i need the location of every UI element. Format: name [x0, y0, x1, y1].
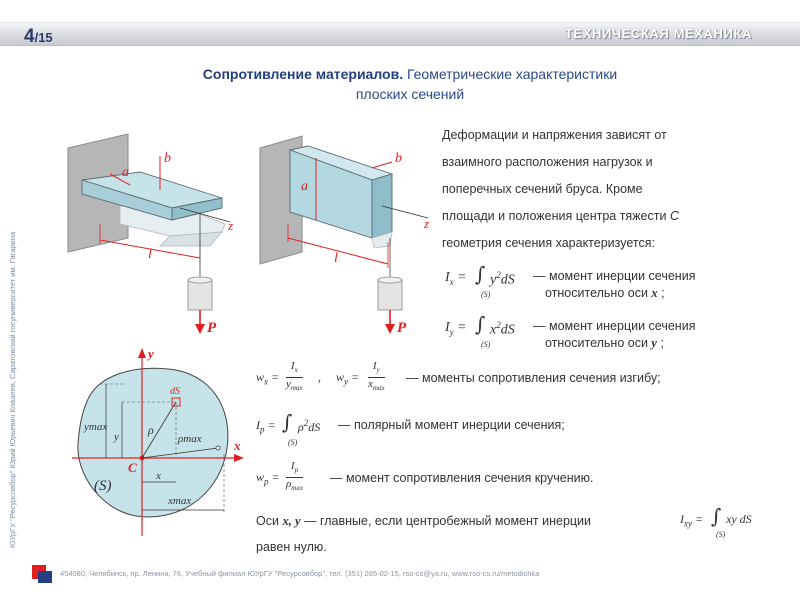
label-l-2: l — [334, 251, 338, 266]
slide-title: Сопротивление материалов. Геометрические… — [100, 64, 720, 104]
desc-line-4-text: площади и положения центра тяжести — [442, 209, 670, 223]
ip-text: — полярный момент инерции сечения; — [338, 418, 565, 432]
label-a-2: a — [301, 179, 308, 194]
label-rho-max: ρmax — [177, 433, 202, 445]
footer-text: 454080, Челябинск, пр. Ленина, 76, Учебн… — [60, 569, 540, 578]
desc-line-4: площади и положения центра тяжести C — [442, 203, 742, 230]
formula-iy: Iy = ∫ (S) x2dS — момент инерции сечения… — [445, 312, 696, 350]
page-total: /15 — [34, 30, 53, 45]
section-figure: y x C dS ρ ρmax y ymax x xmax (S) — [72, 346, 244, 536]
ix-region: (S) — [481, 290, 491, 299]
w-text: — моменты сопротивления сечения изгибу; — [406, 371, 661, 385]
ix-text-2: относительно оси — [545, 286, 648, 300]
label-ds: dS — [170, 386, 180, 397]
iy-text-1: — момент инерции сечения — [533, 319, 696, 333]
desc-line-1: Деформации и напряжения зависят от — [442, 128, 667, 142]
course-title: ТЕХНИЧЕСКАЯ МЕХАНИКА — [564, 26, 752, 41]
main-axes-vars: x, y — [282, 514, 301, 528]
desc-line-5: геометрия сечения характеризуется: — [442, 236, 655, 250]
main-axes-end: равен нулю. — [256, 540, 327, 554]
label-xmax: xmax — [167, 495, 191, 507]
wp-text: — момент сопротивления сечения кручению. — [330, 471, 594, 485]
label-ymax: ymax — [83, 421, 107, 433]
main-axes-statement: Оси x, y — главные, если центробежный мо… — [256, 504, 752, 554]
main-axes-after: — главные, если центробежный момент инер… — [304, 514, 592, 528]
beam-figure-flat: a b z l P — [67, 133, 233, 336]
iy-axis: y — [651, 336, 657, 350]
formula-ix: Ix = ∫ (S) y2dS — момент инерции сечения… — [445, 262, 696, 300]
desc-line-2: взаимного расположения нагрузок и — [442, 155, 653, 169]
label-x-dim: x — [155, 470, 161, 482]
ix-text-1: — момент инерции сечения — [533, 269, 696, 283]
formula-ip: Ip = ∫ (S) ρ2dS — полярный момент инерци… — [256, 410, 565, 447]
page-current: 4 — [24, 26, 35, 47]
label-b: b — [164, 151, 171, 166]
label-l-1: l — [148, 247, 152, 262]
desc-line-3: поперечных сечений бруса. Кроме — [442, 182, 643, 196]
slide-title-rest: Геометрические характеристики — [403, 66, 618, 82]
label-p-2: P — [397, 320, 407, 336]
page-number: 4/15 — [24, 26, 53, 47]
slide-title-bold: Сопротивление материалов. — [202, 66, 404, 82]
label-z-1: z — [227, 218, 233, 233]
ixy-region: (S) — [716, 530, 726, 539]
label-a: a — [122, 165, 129, 180]
ip-region: (S) — [288, 438, 298, 447]
footer-logo — [32, 565, 52, 583]
label-b-2: b — [395, 151, 402, 166]
iy-text-2: относительно оси — [545, 336, 648, 350]
label-x-axis: x — [233, 438, 241, 453]
main-axes-before: Оси — [256, 514, 279, 528]
side-vertical-text: ЮУрГУ "Ресурсовбор" Юрий Юрьевич Ковалев… — [8, 231, 17, 548]
label-z-2: z — [423, 216, 429, 231]
beam-figure-tall: a b z l P — [259, 135, 429, 336]
label-y-dim: y — [113, 431, 119, 443]
iy-region: (S) — [481, 340, 491, 349]
desc-line-4-var: C — [669, 209, 679, 223]
ix-axis: x — [651, 286, 658, 300]
slide-title-line2: плоских сечений — [355, 86, 465, 102]
label-p-1: P — [207, 320, 217, 336]
label-s-region: (S) — [94, 478, 112, 494]
description: Деформации и напряжения зависят от взаим… — [442, 122, 742, 257]
header-bar — [0, 22, 800, 46]
label-rho: ρ — [147, 423, 154, 437]
label-c: C — [128, 460, 137, 475]
label-y-axis: y — [146, 346, 154, 361]
